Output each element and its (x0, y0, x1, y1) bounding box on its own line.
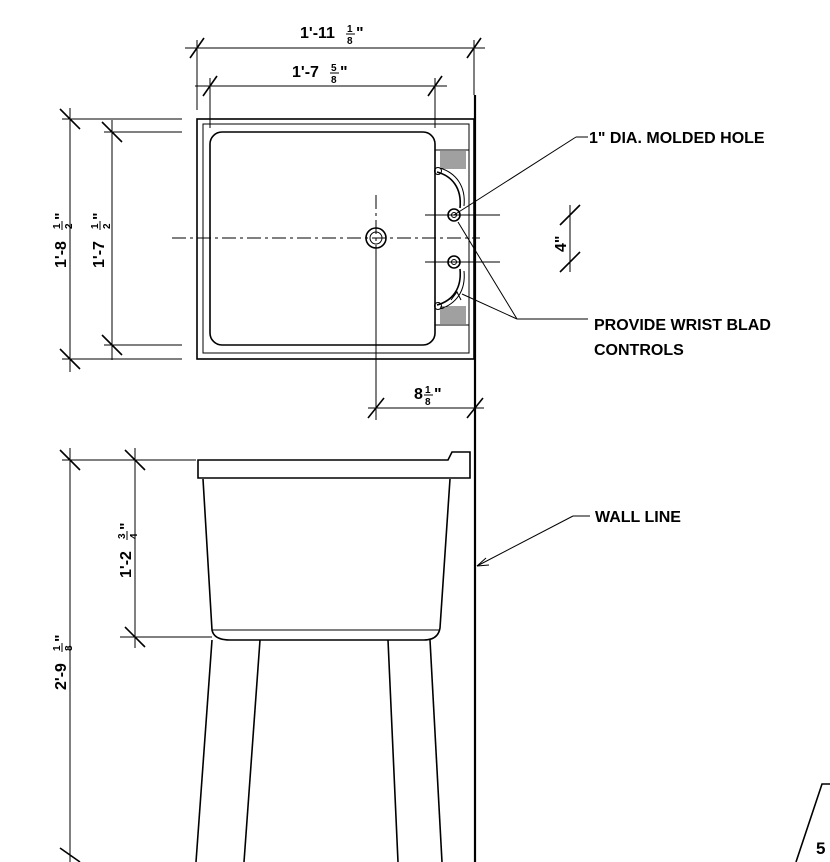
dim-overall-width-den: 8 (347, 36, 353, 47)
dim-bowl-height-num: 3 (117, 533, 128, 539)
dim-overall-depth-den: 2 (64, 223, 75, 229)
callout-wrist-blade-line2: CONTROLS (594, 342, 684, 359)
dim-overall-depth-main: 1'-8 (53, 241, 70, 268)
dimension-lines (59, 37, 581, 862)
dim-drain-to-wall-den: 8 (425, 397, 431, 408)
detail-tag-number: 5 (816, 839, 825, 858)
dim-overall-depth-num: 1 (52, 223, 63, 229)
drain-inner (369, 231, 383, 245)
callout-molded-hole: 1" DIA. MOLDED HOLE (589, 130, 765, 147)
dim-overall-width-tail: " (356, 25, 364, 42)
sink-outer-rim (196, 118, 475, 360)
sink-tub (202, 478, 451, 641)
dim-bowl-width-main: 1'-7 (292, 64, 319, 81)
dim-bowl-width-den: 8 (331, 75, 337, 86)
dim-bowl-depth-tail: " (91, 212, 108, 220)
dim-bowl-height-tail: " (118, 522, 135, 530)
dim-bowl-depth-main: 1'-7 (91, 241, 108, 268)
leader-wrist-blade-2 (461, 293, 518, 320)
deck-hatch-bottom (440, 306, 466, 326)
dim-bowl-depth-num: 1 (90, 223, 101, 229)
dim-drain-to-wall-num: 1 (425, 385, 431, 396)
wrist-blade-handle-top (436, 171, 462, 209)
dim-bowl-height-den: 4 (129, 533, 140, 539)
leader-wrist-blade-1 (457, 221, 518, 320)
drain-outer (365, 227, 387, 249)
dim-faucet-spacing: 4" (553, 236, 570, 252)
dim-bowl-depth: 1'-7 1 2 " (90, 212, 113, 268)
leg-left-outer (195, 639, 213, 862)
callout-wrist-blade-line1: PROVIDE WRIST BLAD (594, 317, 771, 334)
dim-overall-height-den: 8 (64, 645, 75, 651)
dim-bowl-depth-den: 2 (102, 223, 113, 229)
dim-drain-to-wall-tail: " (434, 386, 442, 403)
dim-bowl-width: 1'-7 5 8 " (292, 63, 348, 86)
wrist-blade-handle-bottom (436, 268, 462, 306)
leader-wall-line (476, 515, 574, 567)
dim-overall-width-main: 1'-11 (300, 25, 335, 42)
callout-wall-line: WALL LINE (595, 509, 681, 526)
dim-drain-to-wall: 8 1 8 " (414, 385, 442, 408)
leader-lines (453, 136, 590, 567)
dim-overall-height-main: 2'-9 (53, 663, 70, 690)
detail-tag: 5 (795, 783, 830, 862)
dim-bowl-width-num: 5 (331, 63, 337, 74)
dim-overall-depth: 1'-8 1 2 " (52, 212, 75, 268)
leg-right-outer (387, 639, 399, 862)
dim-drain-to-wall-main: 8 (414, 386, 423, 403)
sink-rim-elevation (197, 451, 471, 479)
sink-plan-view (172, 118, 500, 360)
dim-bowl-width-tail: " (340, 64, 348, 81)
dim-overall-height-tail: " (53, 634, 70, 642)
dim-overall-height-num: 1 (52, 645, 63, 651)
dim-overall-width-num: 1 (347, 24, 353, 35)
dim-bowl-height: 1'-2 3 4 " (117, 522, 140, 578)
dim-overall-width: 1'-11 1 8 " (300, 24, 364, 47)
dim-bowl-height-main: 1'-2 (118, 551, 135, 578)
leader-molded-hole (453, 136, 577, 216)
detail-tag-triangle (795, 783, 830, 862)
dim-overall-height: 2'-9 1 8 " (52, 634, 75, 690)
sink-elevation-view (195, 451, 471, 862)
dim-overall-depth-tail: " (53, 212, 70, 220)
dim-faucet-spacing-text: 4" (553, 236, 570, 252)
deck-hatch-top (440, 149, 466, 169)
